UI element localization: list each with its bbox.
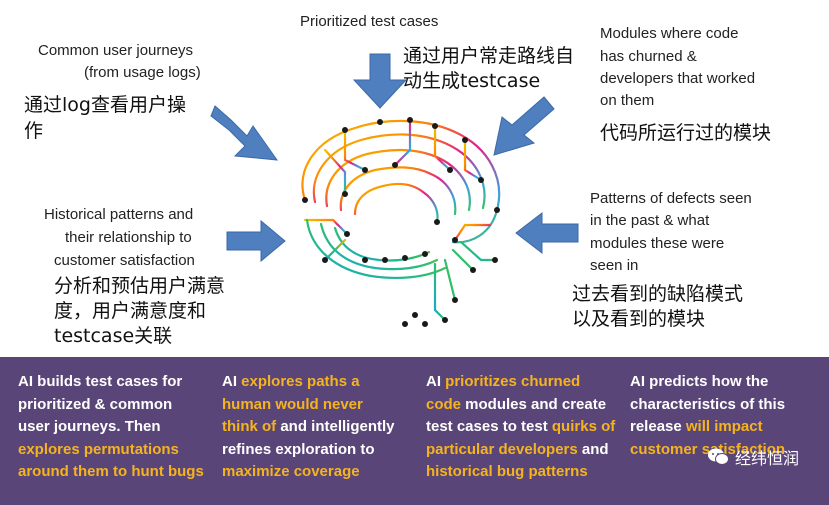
left-bottom-zh3: testcase关联: [54, 325, 173, 347]
ai-col-churn: AI prioritizes churned code modules and …: [426, 371, 616, 484]
ai-col3-highlight3: historical bug patterns: [426, 463, 588, 480]
arrow-right-top: [493, 96, 555, 156]
ai-col2-text2: and intelligently refines exploration to: [222, 418, 395, 458]
ai-col3-highlight2: quirks of particular developers: [426, 418, 616, 458]
ai-col-explore: AI explores paths a human would never th…: [222, 371, 402, 484]
left-bottom-zh2: 度，用户满意度和: [54, 300, 207, 322]
left-top-zh2: 作: [24, 120, 44, 142]
ai-summary-band: AI builds test cases for prioritized & c…: [0, 357, 829, 505]
left-bottom-line2: their relationship to: [65, 229, 192, 246]
watermark: 经纬恒润: [707, 445, 799, 469]
ai-col1-highlight: explores permutations around them to hun…: [18, 440, 204, 481]
ai-col3-text1: AI: [426, 373, 446, 390]
right-top-line3: developers that worked: [600, 70, 756, 87]
ai-col-satisfaction: AI predicts how the characteristics of t…: [630, 371, 810, 461]
left-top-line1: Common user journeys: [38, 42, 194, 59]
top-label: Prioritized test cases: [300, 13, 439, 30]
left-top-line2: (from usage logs): [84, 64, 201, 81]
right-top-line1: Modules where code: [600, 25, 739, 42]
ai-col2-highlight1: explores paths a human would never think…: [222, 373, 363, 435]
arrow-top: [352, 53, 408, 109]
right-top-line4: on them: [600, 92, 655, 109]
right-bottom-line3: modules these were: [590, 235, 725, 252]
ai-col4-text: AI predicts how the characteristics of t…: [630, 373, 786, 435]
right-bottom-zh1: 过去看到的缺陷模式: [572, 283, 744, 305]
circuit-brain-illustration: [301, 117, 501, 327]
left-bottom-zh1: 分析和预估用户满意: [54, 275, 226, 297]
arrow-right-bottom: [515, 211, 579, 255]
right-bottom-line4: seen in: [590, 257, 639, 274]
top-zh-line1: 通过用户常走路线自: [403, 45, 575, 67]
watermark-text: 经纬恒润: [734, 449, 799, 468]
ai-col-journeys: AI builds test cases for prioritized & c…: [18, 371, 208, 484]
ai-col3-highlight1: prioritizes churned code: [426, 373, 581, 413]
right-top-line2: has churned &: [600, 48, 697, 65]
ai-col2-highlight2: maximize coverage: [222, 463, 360, 480]
right-bottom-zh2: 以及看到的模块: [572, 308, 706, 330]
arrow-left-bottom: [226, 219, 286, 263]
ai-col3-text2: modules and create test cases to test: [426, 395, 607, 436]
top-zh-line2: 动生成testcase: [403, 70, 541, 92]
ai-col2-text1: AI: [222, 373, 242, 390]
ai-col4-highlight: will impact customer satisfaction: [630, 418, 786, 458]
ai-col1-text: AI builds test cases for prioritized & c…: [18, 373, 183, 435]
right-top-zh1: 代码所运行过的模块: [600, 122, 772, 144]
right-bottom-line2: in the past & what: [590, 212, 710, 229]
wechat-icon: [707, 448, 729, 465]
left-bottom-line1: Historical patterns and: [44, 206, 194, 223]
arrow-left-top: [210, 105, 279, 161]
right-bottom-line1: Patterns of defects seen: [590, 190, 752, 207]
left-bottom-line3: customer satisfaction: [54, 252, 195, 269]
ai-col3-text3: and: [577, 440, 609, 458]
left-top-zh1: 通过log查看用户操: [24, 94, 186, 116]
